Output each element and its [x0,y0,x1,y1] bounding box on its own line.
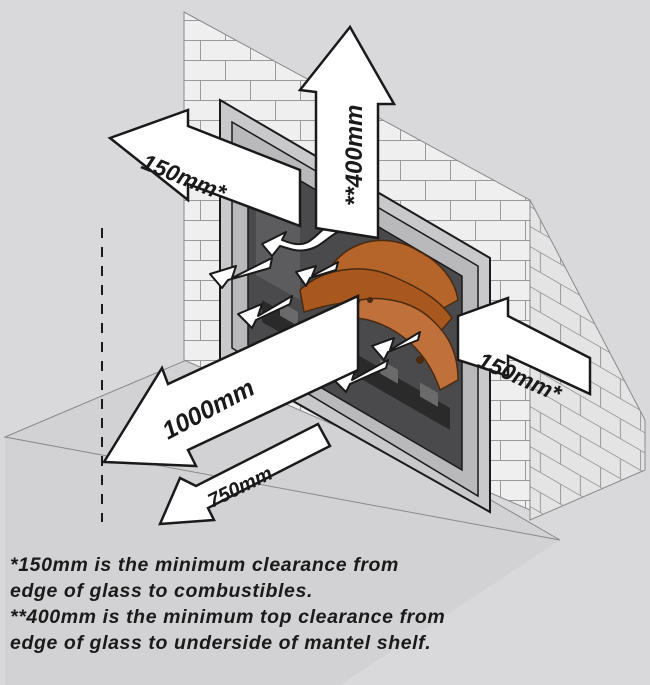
top-clearance-arrow [297,24,397,240]
note-line-4: edge of glass to underside of mantel she… [10,632,432,654]
note-line-2: edge of glass to combustibles. [10,580,313,602]
front-clearance-arrow [101,294,360,468]
hearth-depth-arrow [158,422,332,526]
flow-arrow-down-left-2 [295,261,339,287]
clearance-notes: *150mm is the minimum clearance from edg… [10,552,640,656]
note-line-1: *150mm is the minimum clearance from [10,554,399,576]
flow-arrow-down-left-4 [371,331,421,361]
note-line-3: **400mm is the minimum top clearance fro… [10,606,446,628]
flow-arrow-down-left-5 [331,359,389,393]
flow-arrow-down-left-1 [209,257,273,289]
left-clearance-arrow [107,108,302,228]
top-clearance-label: **400mm [341,105,368,206]
fire-logs [299,239,459,392]
flow-arrow-down-left-3 [237,295,293,329]
right-clearance-arrow [456,296,592,396]
